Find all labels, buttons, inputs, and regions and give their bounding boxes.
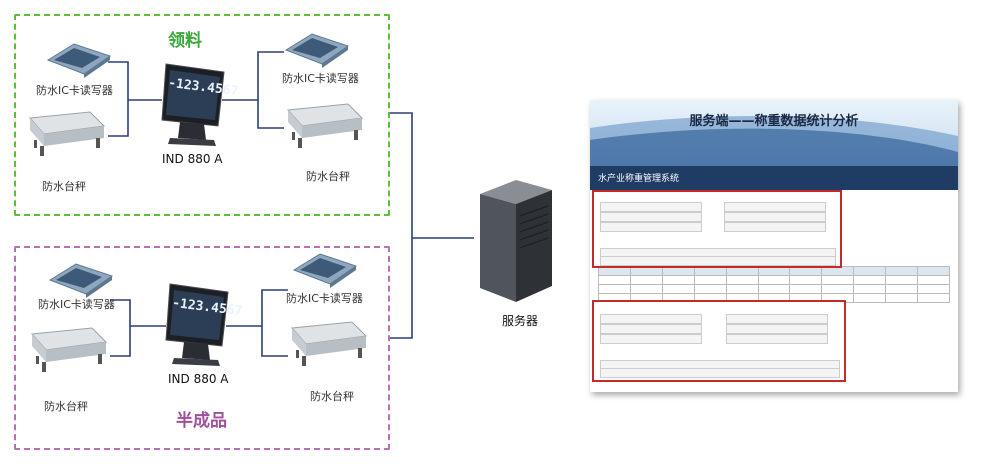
reader-label-top-right: 防水IC卡读写器: [282, 72, 359, 85]
scale-icon: [28, 111, 106, 156]
scale-icon: [290, 321, 368, 366]
group-title-bottom: 半成品: [176, 411, 227, 431]
scale-label-top-right: 防水台秤: [306, 170, 350, 183]
group-title-top: 领料: [168, 31, 202, 51]
reader-label-top-left: 防水IC卡读写器: [36, 84, 113, 97]
card-reader-icon: [292, 253, 358, 288]
software-screenshot: 服务端——称重数据统计分析 水产业称重管理系统: [590, 100, 958, 392]
system-title-bar: 水产业称重管理系统: [590, 166, 958, 190]
reader-label-bottom-right: 防水IC卡读写器: [286, 292, 363, 305]
weighing-terminal-icon: [165, 283, 229, 366]
system-name: 水产业称重管理系统: [598, 174, 680, 184]
group-box-top: [14, 14, 390, 216]
scale-icon: [30, 327, 108, 372]
terminal-label-top: IND 880 A: [162, 152, 223, 166]
scale-icon: [286, 103, 364, 148]
highlighted-form-bottom: [592, 300, 846, 382]
background-data-table: [598, 266, 950, 303]
card-reader-icon: [46, 43, 112, 78]
weighing-terminal-icon: [161, 63, 225, 146]
highlighted-form-top: [592, 190, 842, 268]
header-swoosh: [590, 116, 958, 166]
terminal-label-bottom: IND 880 A: [168, 372, 229, 386]
scale-label-bottom-right: 防水台秤: [310, 390, 354, 403]
server-label: 服务器: [502, 314, 539, 328]
server-tower-icon: [480, 180, 552, 302]
card-reader-icon: [48, 263, 114, 298]
screenshot-title: 服务端——称重数据统计分析: [689, 114, 859, 129]
group-box-bottom: [14, 246, 390, 450]
card-reader-icon: [284, 33, 350, 68]
reader-label-bottom-left: 防水IC卡读写器: [38, 298, 115, 311]
scale-label-bottom-left: 防水台秤: [44, 400, 88, 413]
scale-label-top-left: 防水台秤: [42, 180, 86, 193]
screenshot-header: 服务端——称重数据统计分析: [590, 100, 958, 166]
